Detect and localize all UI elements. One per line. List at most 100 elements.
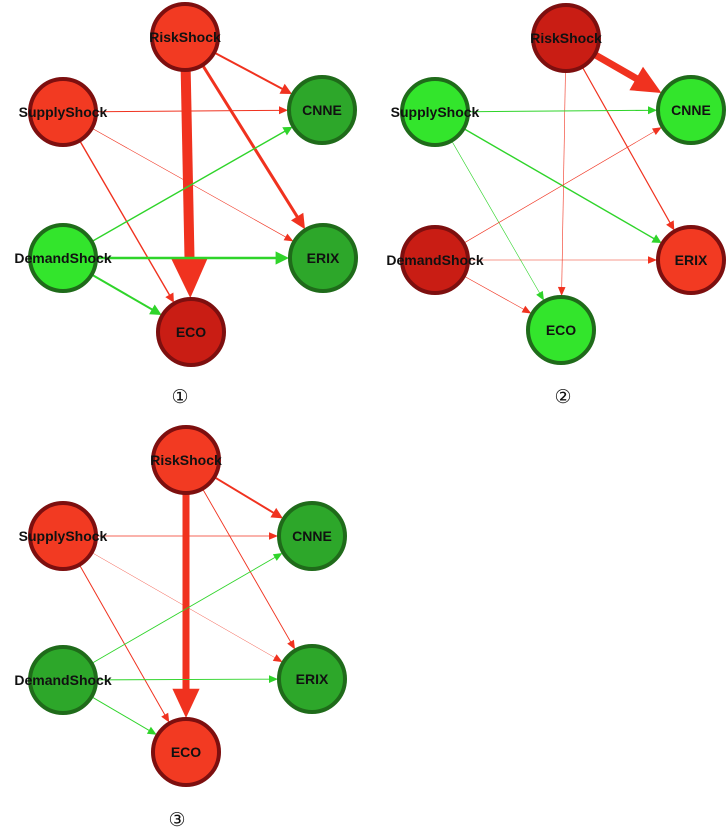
edge-supply-shock-to-cnne-arrowhead bbox=[648, 106, 657, 115]
node-erix-circle bbox=[288, 223, 358, 293]
edge-supply-shock-to-eco-arrowhead bbox=[165, 292, 174, 303]
edge-risk-shock-to-cnne-arrowhead bbox=[279, 83, 292, 94]
edge-supply-shock-to-erix-arrowhead bbox=[283, 233, 294, 242]
edge-risk-shock-to-erix-line bbox=[201, 64, 299, 219]
node-erix-label: ERIX bbox=[675, 252, 708, 268]
node-supply-shock-circle bbox=[400, 77, 470, 147]
node-demand-shock: DemandShock bbox=[14, 223, 112, 293]
panel-label-1: ① bbox=[171, 386, 188, 408]
edge-demand-shock-to-erix bbox=[95, 675, 278, 683]
edge-supply-shock-to-cnne bbox=[96, 532, 278, 540]
edge-risk-shock-to-eco bbox=[171, 69, 208, 298]
node-eco-label: ECO bbox=[171, 744, 201, 760]
node-risk-shock: RiskShock bbox=[150, 425, 222, 495]
edge-supply-shock-to-eco-arrowhead bbox=[536, 290, 544, 301]
node-eco-circle bbox=[151, 717, 221, 787]
edge-demand-shock-to-eco-arrowhead bbox=[146, 726, 157, 735]
edge-risk-shock-to-eco bbox=[172, 493, 200, 718]
node-demand-shock-label: DemandShock bbox=[386, 252, 483, 268]
node-cnne-label: CNNE bbox=[302, 102, 342, 118]
edge-demand-shock-to-eco-arrowhead bbox=[521, 305, 532, 314]
node-risk-shock-label: RiskShock bbox=[150, 452, 222, 468]
edge-layer bbox=[78, 476, 295, 735]
edge-supply-shock-to-eco-line bbox=[78, 564, 166, 716]
node-demand-shock-label: DemandShock bbox=[14, 250, 111, 266]
node-cnne-label: CNNE bbox=[292, 528, 332, 544]
node-erix: ERIX bbox=[288, 223, 358, 293]
node-supply-shock-circle bbox=[28, 77, 98, 147]
edge-risk-shock-to-cnne-line bbox=[592, 51, 639, 82]
edge-supply-shock-to-cnne-arrowhead bbox=[269, 532, 278, 540]
edge-demand-shock-to-eco-line bbox=[91, 273, 154, 311]
edge-demand-shock-to-cnne bbox=[91, 553, 283, 664]
node-eco: ECO bbox=[156, 297, 226, 367]
edge-supply-shock-to-erix-arrowhead bbox=[272, 654, 283, 663]
node-eco-label: ECO bbox=[176, 324, 206, 340]
edge-risk-shock-to-eco-arrowhead bbox=[557, 286, 566, 296]
edge-risk-shock-to-eco-line bbox=[561, 70, 566, 289]
edge-supply-shock-to-erix-line bbox=[91, 127, 287, 238]
node-risk-shock-circle bbox=[150, 2, 220, 72]
edge-demand-shock-to-eco bbox=[91, 696, 157, 735]
edge-supply-shock-to-cnne-arrowhead bbox=[279, 106, 288, 115]
edge-supply-shock-to-eco-line bbox=[451, 140, 541, 294]
edge-demand-shock-to-erix-arrowhead bbox=[269, 675, 278, 683]
edge-supply-shock-to-eco-line bbox=[78, 140, 171, 297]
edge-supply-shock-to-erix-line bbox=[463, 127, 655, 240]
node-supply-shock-circle bbox=[28, 501, 98, 571]
edge-supply-shock-to-cnne bbox=[95, 106, 288, 115]
node-cnne: CNNE bbox=[656, 75, 726, 145]
edge-supply-shock-to-erix bbox=[91, 552, 283, 663]
node-risk-shock-circle bbox=[531, 3, 601, 73]
edge-risk-shock-to-erix-line bbox=[202, 488, 292, 643]
node-eco-circle bbox=[526, 295, 596, 365]
edge-risk-shock-to-cnne-line bbox=[213, 476, 275, 515]
edge-supply-shock-to-erix bbox=[91, 127, 294, 242]
node-erix: ERIX bbox=[656, 225, 726, 295]
edge-supply-shock-to-erix-line bbox=[91, 552, 276, 659]
node-risk-shock: RiskShock bbox=[530, 3, 602, 73]
edge-risk-shock-to-cnne bbox=[213, 51, 292, 94]
edge-supply-shock-to-erix-arrowhead bbox=[651, 234, 662, 243]
panel-label-2: ② bbox=[554, 386, 571, 408]
node-cnne-circle bbox=[656, 75, 726, 145]
edge-demand-shock-to-erix-line bbox=[95, 678, 271, 681]
node-risk-shock-label: RiskShock bbox=[530, 30, 602, 46]
edge-demand-shock-to-cnne-arrowhead bbox=[282, 126, 293, 136]
edge-supply-shock-to-eco bbox=[451, 140, 544, 301]
node-risk-shock-circle bbox=[151, 425, 221, 495]
node-cnne-circle bbox=[277, 501, 347, 571]
node-cnne: CNNE bbox=[277, 501, 347, 571]
edge-demand-shock-to-cnne-line bbox=[463, 130, 655, 244]
edge-demand-shock-to-cnne-arrowhead bbox=[272, 553, 283, 561]
edge-supply-shock-to-eco-arrowhead bbox=[161, 712, 170, 723]
edge-supply-shock-to-cnne-line bbox=[95, 109, 281, 113]
edge-demand-shock-to-eco-line bbox=[463, 275, 525, 310]
node-risk-shock: RiskShock bbox=[149, 2, 221, 72]
node-supply-shock-label: SupplyShock bbox=[391, 104, 480, 120]
edge-demand-shock-to-cnne bbox=[91, 126, 293, 243]
node-demand-shock: DemandShock bbox=[14, 645, 112, 715]
edge-risk-shock-to-erix-arrowhead bbox=[291, 212, 305, 230]
node-cnne-label: CNNE bbox=[671, 102, 711, 118]
edge-risk-shock-to-erix-line bbox=[581, 66, 671, 224]
edge-supply-shock-to-eco bbox=[78, 140, 174, 303]
edge-risk-shock-to-erix-arrowhead bbox=[287, 639, 295, 650]
node-eco: ECO bbox=[526, 295, 596, 365]
edge-risk-shock-to-eco-arrowhead bbox=[172, 688, 200, 718]
panel-label-3: ③ bbox=[168, 809, 185, 831]
edge-demand-shock-to-erix-arrowhead bbox=[275, 251, 289, 265]
edge-demand-shock-to-erix bbox=[468, 256, 657, 264]
edge-supply-shock-to-cnne bbox=[467, 106, 657, 115]
node-demand-shock-label: DemandShock bbox=[14, 672, 111, 688]
edge-risk-shock-to-cnne bbox=[213, 476, 283, 519]
node-erix-circle bbox=[656, 225, 726, 295]
edge-demand-shock-to-eco bbox=[91, 273, 162, 315]
node-eco-circle bbox=[156, 297, 226, 367]
node-demand-shock: DemandShock bbox=[386, 225, 484, 295]
